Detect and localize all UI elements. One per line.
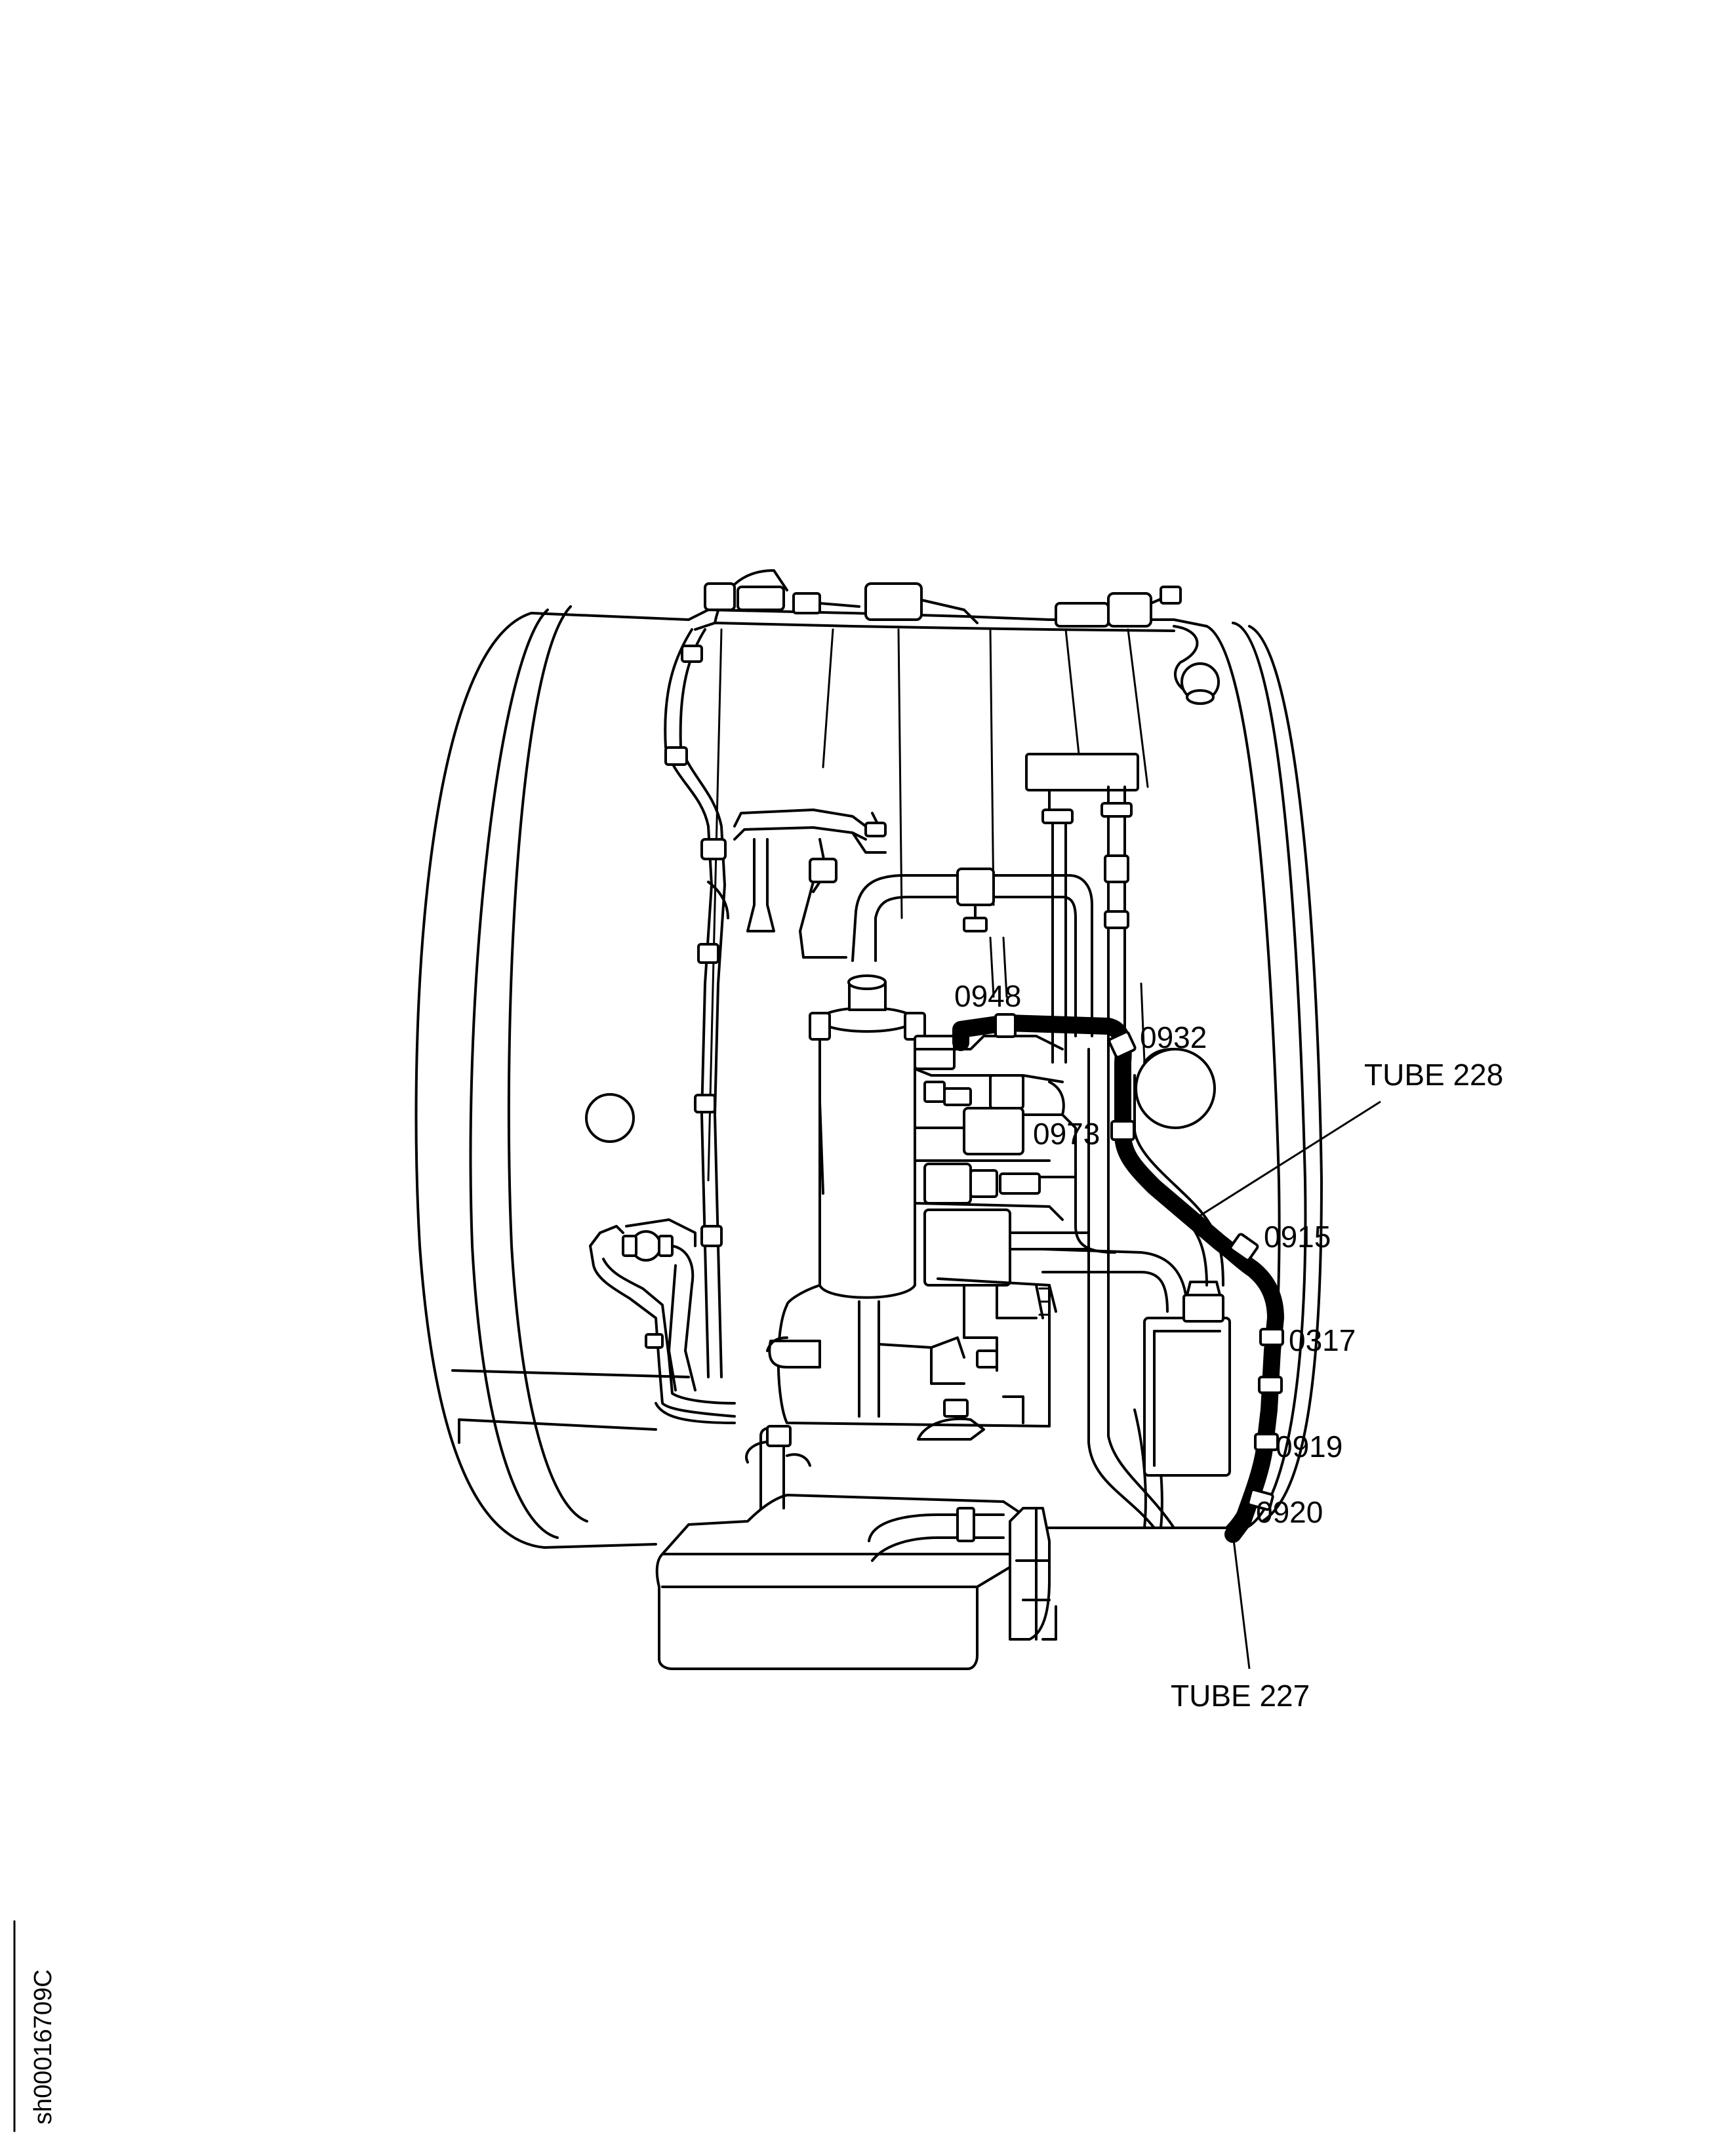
top-harness bbox=[687, 569, 1220, 705]
label-0948: 0948 bbox=[954, 979, 1021, 1013]
clamp-upper-0919 bbox=[1258, 1376, 1283, 1394]
label-0973: 0973 bbox=[1033, 1117, 1100, 1151]
upper-hose-loop bbox=[851, 868, 1093, 1037]
label-0919: 0919 bbox=[1276, 1429, 1342, 1464]
label-tube-228: TUBE 228 bbox=[1364, 1058, 1503, 1092]
label-0932: 0932 bbox=[1140, 1020, 1207, 1054]
clamp-0920 bbox=[1247, 1488, 1274, 1511]
label-tube-227: TUBE 227 bbox=[1171, 1679, 1310, 1713]
engine-case bbox=[414, 605, 1323, 1549]
leader-tube-228 bbox=[1193, 1100, 1381, 1221]
lower-housing bbox=[766, 1277, 1057, 1441]
clamp-0919 bbox=[1254, 1433, 1279, 1451]
filter-cylinder bbox=[809, 974, 926, 1299]
callout-labels: 0948 0932 0973 0915 0317 0919 0920 TUBE … bbox=[954, 979, 1503, 1713]
clamp-0932 bbox=[1108, 1030, 1137, 1059]
label-0317: 0317 bbox=[1289, 1323, 1356, 1357]
label-0920: 0920 bbox=[1256, 1495, 1323, 1529]
tube-clamps bbox=[994, 1013, 1284, 1511]
clamp-0948 bbox=[994, 1013, 1017, 1038]
right-hoses bbox=[1041, 1048, 1224, 1529]
label-0915: 0915 bbox=[1264, 1220, 1331, 1254]
bottom-tank bbox=[655, 1425, 1057, 1670]
clamp-0973 bbox=[1110, 1120, 1135, 1141]
valve-blocks bbox=[914, 1035, 1116, 1287]
callout-leaders bbox=[1193, 1100, 1381, 1669]
right-box bbox=[1143, 1281, 1231, 1477]
clamp-0915 bbox=[1229, 1233, 1259, 1262]
figure-reference-id: sh00016709C bbox=[30, 1969, 57, 2125]
left-tee-fitting bbox=[589, 1218, 736, 1424]
left-harness bbox=[664, 628, 729, 1378]
upper-left-sensor bbox=[733, 809, 887, 959]
clamp-0317 bbox=[1259, 1328, 1284, 1346]
leader-tube-227 bbox=[1232, 1534, 1251, 1669]
